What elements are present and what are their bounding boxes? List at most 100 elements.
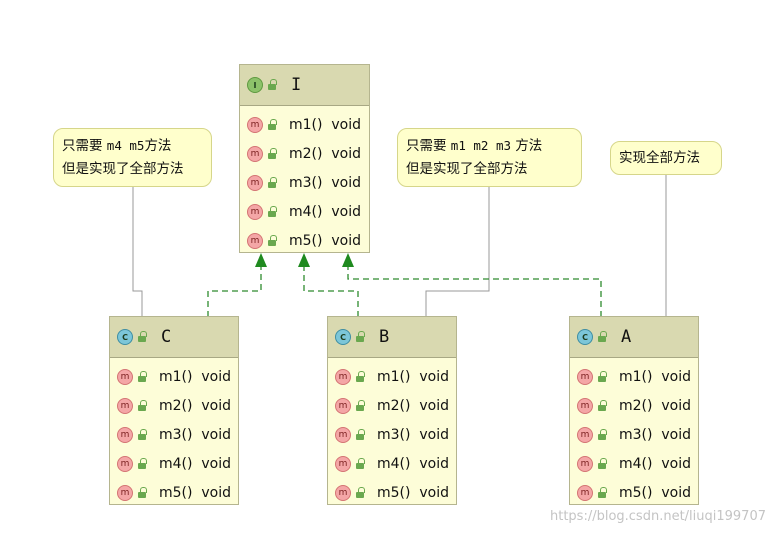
method-badge-icon: m xyxy=(577,368,593,385)
method-badge-icon: m xyxy=(577,426,593,443)
method-row[interactable]: m m4() void xyxy=(328,449,456,478)
public-lock-icon xyxy=(137,399,149,412)
note-b-connector xyxy=(425,187,490,317)
public-lock-icon xyxy=(597,370,609,383)
method-signature: m2() void xyxy=(159,397,231,414)
note-c[interactable]: 只需要 m4 m5方法 但是实现了全部方法 xyxy=(53,128,212,187)
method-row[interactable]: m m2() void xyxy=(240,139,369,168)
public-lock-icon xyxy=(597,428,609,441)
public-lock-icon xyxy=(267,79,279,91)
method-row[interactable]: m m3() void xyxy=(240,168,369,197)
public-lock-icon xyxy=(267,118,279,131)
interface-i-header[interactable]: I I xyxy=(240,65,369,106)
public-lock-icon xyxy=(355,370,367,383)
public-lock-icon xyxy=(355,399,367,412)
method-row[interactable]: m m4() void xyxy=(110,449,238,478)
method-badge-icon: m xyxy=(577,397,593,414)
b-implements-i-line xyxy=(303,266,359,317)
method-signature: m3() void xyxy=(289,174,361,191)
class-badge-icon: C xyxy=(117,329,133,345)
method-row[interactable]: m m1() void xyxy=(570,362,698,391)
method-signature: m5() void xyxy=(377,484,449,501)
method-badge-icon: m xyxy=(335,426,351,443)
method-badge-icon: m xyxy=(247,232,263,249)
public-lock-icon xyxy=(137,331,149,343)
class-a-header[interactable]: C A xyxy=(570,317,698,358)
method-signature: m4() void xyxy=(159,455,231,472)
public-lock-icon xyxy=(355,331,367,343)
class-c-header[interactable]: C C xyxy=(110,317,238,358)
arrowhead-c xyxy=(255,253,267,267)
method-badge-icon: m xyxy=(577,484,593,501)
method-signature: m1() void xyxy=(289,116,361,133)
method-signature: m4() void xyxy=(619,455,691,472)
method-row[interactable]: m m5() void xyxy=(570,478,698,507)
method-badge-icon: m xyxy=(247,116,263,133)
method-signature: m3() void xyxy=(159,426,231,443)
note-c-connector xyxy=(132,187,143,317)
note-a[interactable]: 实现全部方法 xyxy=(610,141,722,175)
method-row[interactable]: m m5() void xyxy=(240,226,369,255)
method-badge-icon: m xyxy=(335,368,351,385)
method-row[interactable]: m m5() void xyxy=(110,478,238,507)
public-lock-icon xyxy=(267,205,279,218)
method-badge-icon: m xyxy=(247,145,263,162)
method-row[interactable]: m m5() void xyxy=(328,478,456,507)
method-badge-icon: m xyxy=(335,484,351,501)
method-badge-icon: m xyxy=(117,455,133,472)
public-lock-icon xyxy=(355,428,367,441)
method-signature: m4() void xyxy=(377,455,449,472)
note-c-line1: 只需要 m4 m5方法 xyxy=(62,138,172,154)
public-lock-icon xyxy=(597,457,609,470)
arrowhead-b xyxy=(298,253,310,267)
class-b-header[interactable]: C B xyxy=(328,317,456,358)
note-a-text: 实现全部方法 xyxy=(619,150,700,166)
method-row[interactable]: m m3() void xyxy=(570,420,698,449)
method-row[interactable]: m m1() void xyxy=(240,110,369,139)
public-lock-icon xyxy=(597,486,609,499)
method-badge-icon: m xyxy=(335,397,351,414)
class-badge-icon: C xyxy=(335,329,351,345)
method-row[interactable]: m m3() void xyxy=(110,420,238,449)
public-lock-icon xyxy=(137,457,149,470)
method-signature: m5() void xyxy=(619,484,691,501)
c-implements-i-line xyxy=(207,266,262,317)
method-badge-icon: m xyxy=(117,368,133,385)
public-lock-icon xyxy=(267,147,279,160)
method-signature: m3() void xyxy=(619,426,691,443)
method-signature: m1() void xyxy=(619,368,691,385)
method-badge-icon: m xyxy=(577,455,593,472)
method-signature: m5() void xyxy=(159,484,231,501)
note-b-line2: 但是实现了全部方法 xyxy=(406,161,528,177)
watermark: https://blog.csdn.net/liuqi199707 xyxy=(549,509,766,524)
method-badge-icon: m xyxy=(247,174,263,191)
note-b-line1: 只需要 m1 m2 m3 方法 xyxy=(406,138,543,154)
public-lock-icon xyxy=(597,331,609,343)
method-signature: m5() void xyxy=(289,232,361,249)
class-name: C xyxy=(161,327,172,347)
method-badge-icon: m xyxy=(117,426,133,443)
a-implements-i-line xyxy=(347,266,602,317)
method-signature: m2() void xyxy=(289,145,361,162)
interface-badge-icon: I xyxy=(247,77,263,93)
method-badge-icon: m xyxy=(335,455,351,472)
method-row[interactable]: m m4() void xyxy=(570,449,698,478)
public-lock-icon xyxy=(267,176,279,189)
public-lock-icon xyxy=(137,486,149,499)
note-c-line2: 但是实现了全部方法 xyxy=(62,161,184,177)
method-badge-icon: m xyxy=(247,203,263,220)
method-badge-icon: m xyxy=(117,484,133,501)
note-b[interactable]: 只需要 m1 m2 m3 方法 但是实现了全部方法 xyxy=(397,128,582,187)
